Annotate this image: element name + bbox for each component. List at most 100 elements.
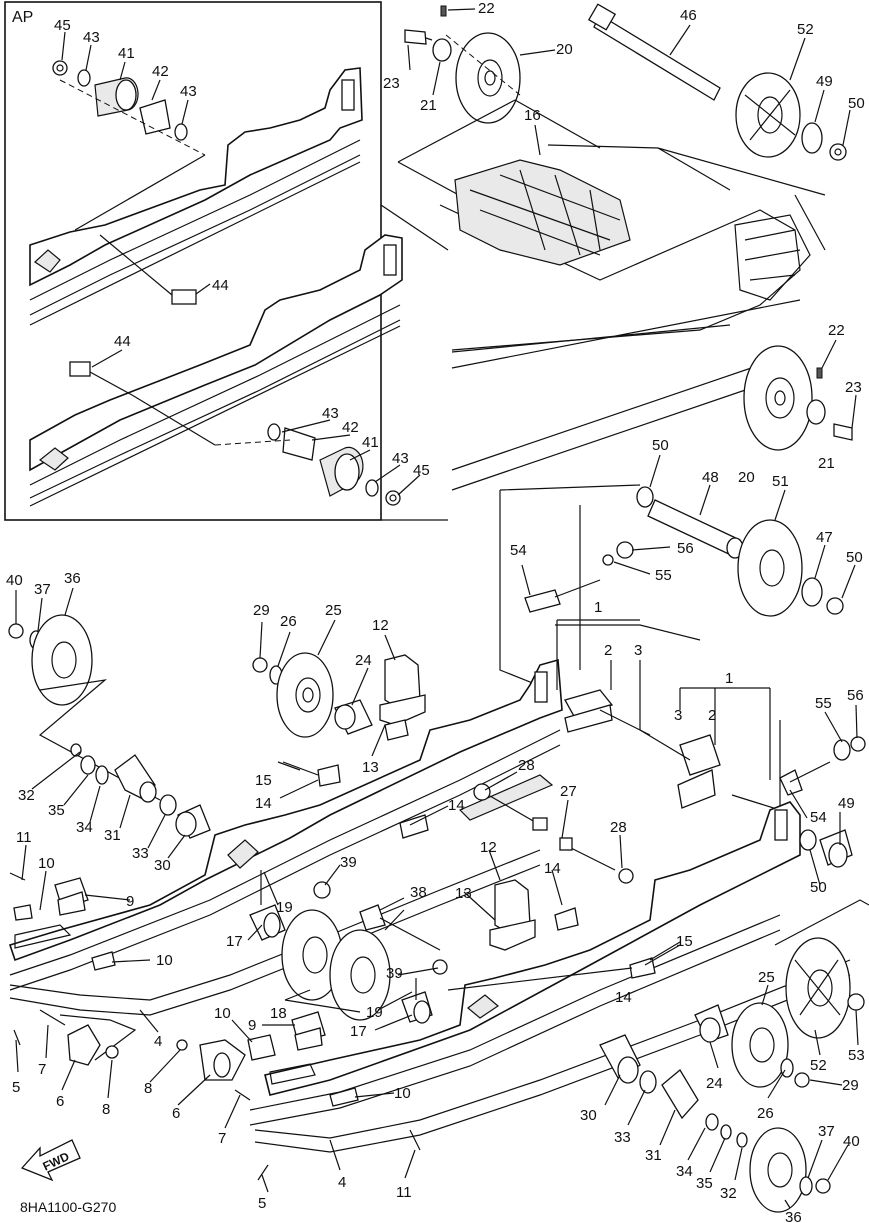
callout: 22 <box>478 0 495 17</box>
callout: 3 <box>634 642 642 659</box>
callout: 24 <box>355 652 372 669</box>
lower-left-parts <box>9 872 421 1181</box>
lower-right-parts <box>599 899 869 1213</box>
callout: 8 <box>144 1080 152 1097</box>
callout: 9 <box>126 893 134 910</box>
callout: 42 <box>152 63 169 80</box>
callout: 4 <box>338 1174 346 1191</box>
callout: 50 <box>810 879 827 896</box>
callout: 9 <box>248 1017 256 1034</box>
callout: 45 <box>54 17 71 34</box>
callout: 16 <box>524 107 541 124</box>
callout: 11 <box>16 829 32 846</box>
callout: 23 <box>383 75 400 92</box>
callout: 1 <box>594 599 602 616</box>
callout: 10 <box>38 855 55 872</box>
callout: 52 <box>797 21 814 38</box>
callout: 24 <box>706 1075 723 1092</box>
wheel-36-left <box>8 614 161 801</box>
callout: 49 <box>816 73 833 90</box>
left-slide-rail-upper <box>8 658 563 991</box>
callout: 40 <box>843 1133 860 1150</box>
callout: 51 <box>772 473 789 490</box>
callout: 31 <box>104 827 121 844</box>
callout: 25 <box>758 969 775 986</box>
callout: 11 <box>396 1184 412 1201</box>
callout: 44 <box>212 277 229 294</box>
callout: 19 <box>276 899 293 916</box>
callout: 12 <box>480 839 497 856</box>
wheel-25-left <box>252 652 334 738</box>
callout: 15 <box>676 933 693 950</box>
callout: 56 <box>847 687 864 704</box>
callout: 6 <box>56 1093 64 1110</box>
callout: 40 <box>6 572 23 589</box>
callout: 14 <box>448 797 465 814</box>
callout: 1 <box>725 670 733 687</box>
callout: 43 <box>83 29 100 46</box>
axle-46-wheel-52 <box>587 3 847 161</box>
callout: 46 <box>680 7 697 24</box>
callout: 7 <box>218 1130 226 1147</box>
callout: 33 <box>614 1129 631 1146</box>
callout: 52 <box>810 1057 827 1074</box>
callout: 43 <box>322 405 339 422</box>
callout: 36 <box>785 1209 802 1223</box>
callout: 50 <box>848 95 865 112</box>
inset-upper-rail <box>29 67 363 326</box>
rail-slide-28 <box>458 774 554 821</box>
callout: 41 <box>362 434 379 451</box>
callout: 38 <box>410 884 427 901</box>
callout: 37 <box>34 581 51 598</box>
callout: 14 <box>544 860 561 877</box>
callout: 2 <box>604 642 612 659</box>
callout: 30 <box>154 857 171 874</box>
inset-lower-rail <box>29 234 403 507</box>
callout: 32 <box>18 787 35 804</box>
callout: 42 <box>342 419 359 436</box>
callout: 54 <box>810 809 827 826</box>
callout: 37 <box>818 1123 835 1140</box>
callout: 53 <box>848 1047 865 1064</box>
callout: 33 <box>132 845 149 862</box>
callout: 14 <box>255 795 272 812</box>
callout: 19 <box>366 1004 383 1021</box>
callout: 47 <box>816 529 833 546</box>
pivot-24-bracket-12 <box>334 654 426 741</box>
callout: 8 <box>102 1101 110 1118</box>
callout: 28 <box>518 757 535 774</box>
wheel-20-right <box>743 345 853 451</box>
callout: 29 <box>253 602 270 619</box>
callout: 35 <box>696 1175 713 1192</box>
axle-48-wheel-51 <box>524 486 844 617</box>
callout: 30 <box>580 1107 597 1124</box>
callout: 15 <box>255 772 272 789</box>
callout: 28 <box>610 819 627 836</box>
callout: 32 <box>720 1185 737 1202</box>
callout: 10 <box>394 1085 411 1102</box>
callout: 26 <box>757 1105 774 1122</box>
callout: 10 <box>156 952 173 969</box>
callout: 13 <box>362 759 379 776</box>
callout: 43 <box>392 450 409 467</box>
callout: 41 <box>118 45 135 62</box>
callout: 21 <box>420 97 437 114</box>
callout: 17 <box>226 933 243 950</box>
callout-labels: 45 43 41 42 43 44 44 43 42 41 43 45 22 2… <box>6 0 865 1223</box>
callout: 55 <box>655 567 672 584</box>
callout: 20 <box>556 41 573 58</box>
callout: 50 <box>652 437 669 454</box>
callout: 10 <box>214 1005 231 1022</box>
callout: 56 <box>677 540 694 557</box>
callout: 55 <box>815 695 832 712</box>
callout: 36 <box>64 570 81 587</box>
callout: 14 <box>615 989 632 1006</box>
callout: 23 <box>845 379 862 396</box>
callout: 7 <box>38 1061 46 1078</box>
callout: 34 <box>76 819 93 836</box>
callout: 50 <box>846 549 863 566</box>
callout: 12 <box>372 617 389 634</box>
callout: 5 <box>258 1195 266 1212</box>
fwd-arrow-icon: FWD <box>20 1139 81 1182</box>
